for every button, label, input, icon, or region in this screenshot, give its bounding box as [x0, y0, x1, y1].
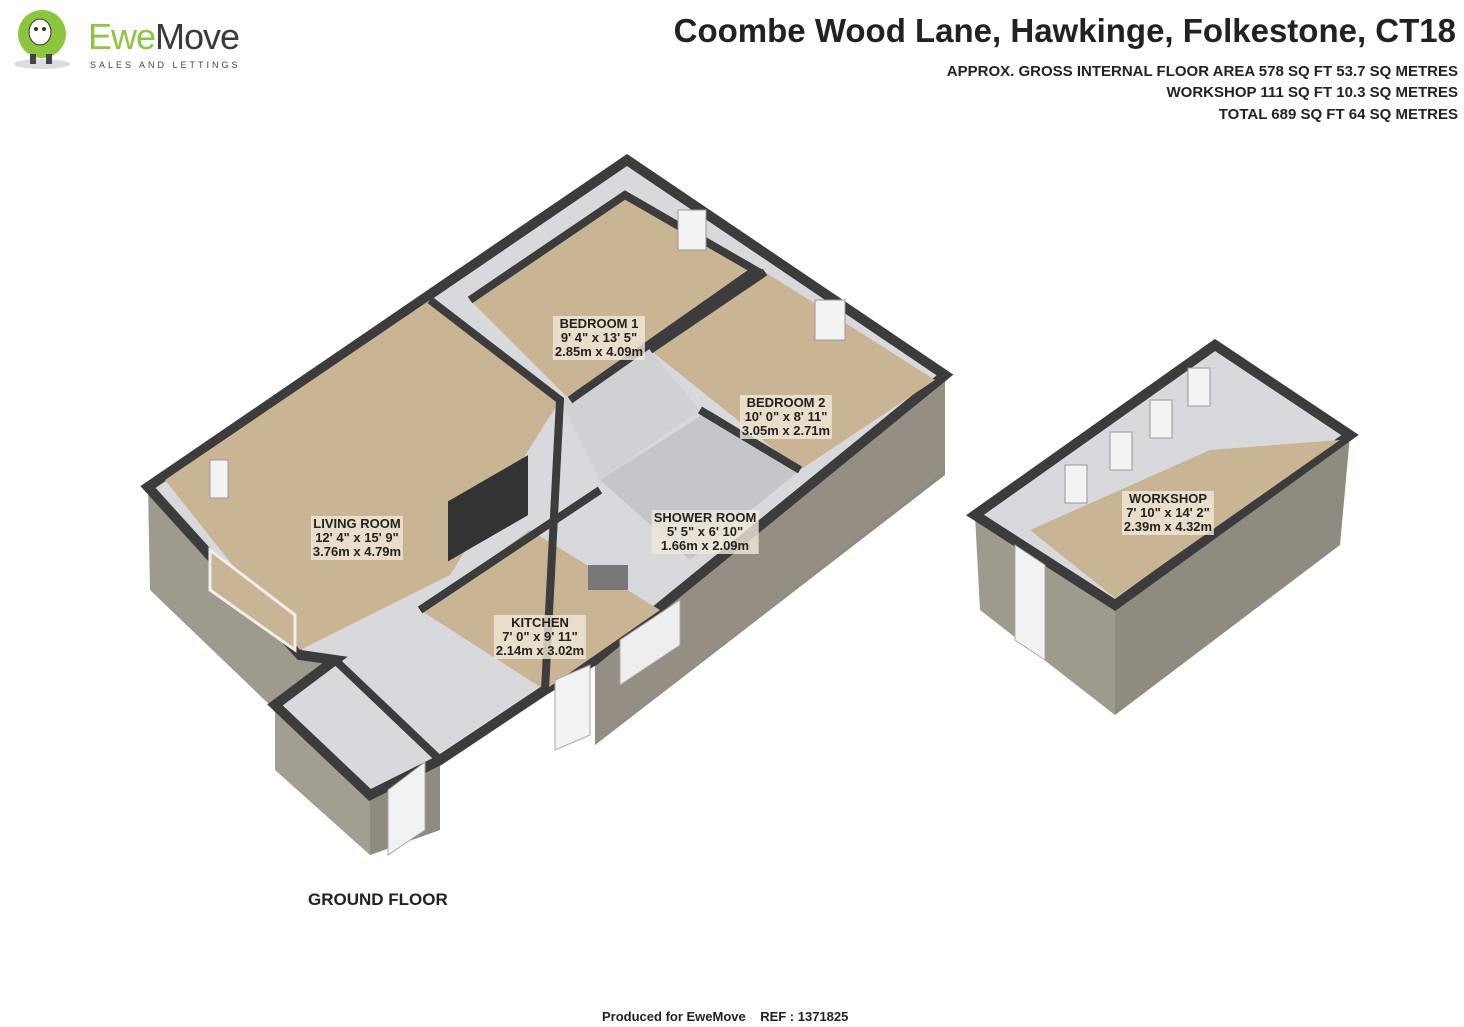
room-dims-metric: 2.85m x 4.09m — [554, 344, 644, 359]
brand-name: EweMove — [88, 16, 240, 58]
back-door — [554, 664, 591, 751]
room-label-bedroom-2: BEDROOM 2 10' 0" x 8' 11" 3.05m x 2.71m — [739, 395, 833, 439]
window — [209, 459, 229, 499]
workshop-door — [1014, 544, 1046, 661]
room-label-shower-room: SHOWER ROOM 5' 5" x 6' 10" 1.66m x 2.09m — [651, 510, 759, 554]
brand-ewe: Ewe — [88, 16, 156, 57]
window — [677, 209, 707, 251]
floor-bedroom-2 — [650, 272, 935, 470]
window — [208, 546, 297, 653]
room-name: WORKSHOP — [1129, 491, 1207, 506]
room-label-living-room: LIVING ROOM 12' 4" x 15' 9" 3.76m x 4.79… — [310, 516, 404, 560]
room-dims-imperial: 5' 5" x 6' 10" — [666, 524, 744, 539]
brick-porch-face — [275, 705, 370, 855]
interior-wall — [647, 268, 768, 354]
room-label-kitchen: KITCHEN 7' 0" x 9' 11" 2.14m x 3.02m — [493, 615, 587, 659]
sheep-icon — [14, 10, 70, 69]
main-building — [140, 153, 954, 856]
window — [1187, 367, 1211, 407]
window — [1109, 431, 1133, 471]
kitchen-worktop — [448, 455, 528, 562]
interior-wall — [332, 657, 443, 763]
room-dims-imperial: 7' 10" x 14' 2" — [1126, 505, 1210, 520]
kitchen-hob — [588, 565, 628, 590]
room-dims-metric: 2.39m x 4.32m — [1123, 519, 1213, 534]
room-dims-imperial: 10' 0" x 8' 11" — [744, 409, 828, 424]
floor-shower-room — [600, 410, 800, 560]
brand-move: Move — [155, 16, 240, 57]
room-dims-metric: 3.76m x 4.79m — [312, 544, 402, 559]
window — [814, 299, 846, 341]
room-dims-metric: 3.05m x 2.71m — [741, 423, 831, 438]
front-door — [387, 760, 426, 856]
room-name: LIVING ROOM — [313, 516, 401, 531]
room-dims-imperial: 12' 4" x 15' 9" — [315, 530, 399, 545]
floor-label: GROUND FLOOR — [308, 890, 448, 909]
property-title: Coombe Wood Lane, Hawkinge, Folkestone, … — [673, 12, 1456, 49]
area-workshop: WORKSHOP 111 SQ FT 10.3 SQ METRES — [1166, 84, 1458, 101]
room-dims-metric: 1.66m x 2.09m — [660, 538, 750, 553]
room-name: BEDROOM 2 — [746, 395, 826, 410]
workshop-brick-right — [1115, 435, 1350, 715]
room-label-bedroom-1: BEDROOM 1 9' 4" x 13' 5" 2.85m x 4.09m — [552, 316, 646, 360]
room-name: KITCHEN — [511, 615, 569, 630]
room-dims-imperial: 9' 4" x 13' 5" — [560, 330, 638, 345]
interior-wall — [417, 486, 603, 614]
floor-living-room — [165, 300, 560, 650]
interior-wall — [427, 296, 565, 691]
area-gross: APPROX. GROSS INTERNAL FLOOR AREA 578 SQ… — [946, 63, 1458, 80]
room-dims-imperial: 7' 0" x 9' 11" — [502, 629, 578, 644]
window — [619, 599, 681, 686]
ewemove-logo: EweMove SALES AND LETTINGS — [10, 4, 250, 70]
window — [1064, 464, 1088, 504]
room-name: BEDROOM 1 — [559, 316, 639, 331]
window — [1149, 399, 1173, 439]
footer-credit: Produced for EweMove REF : 1371825 — [602, 1009, 849, 1024]
room-dims-metric: 2.14m x 3.02m — [495, 643, 585, 658]
brick-right-face — [595, 375, 945, 745]
interior-wall — [697, 406, 803, 474]
room-name: SHOWER ROOM — [653, 510, 757, 525]
brand-tagline: SALES AND LETTINGS — [90, 60, 241, 70]
room-label-workshop: WORKSHOP 7' 10" x 14' 2" 2.39m x 4.32m — [1121, 491, 1215, 535]
area-total: TOTAL 689 SQ FT 64 SQ METRES — [1218, 106, 1458, 123]
